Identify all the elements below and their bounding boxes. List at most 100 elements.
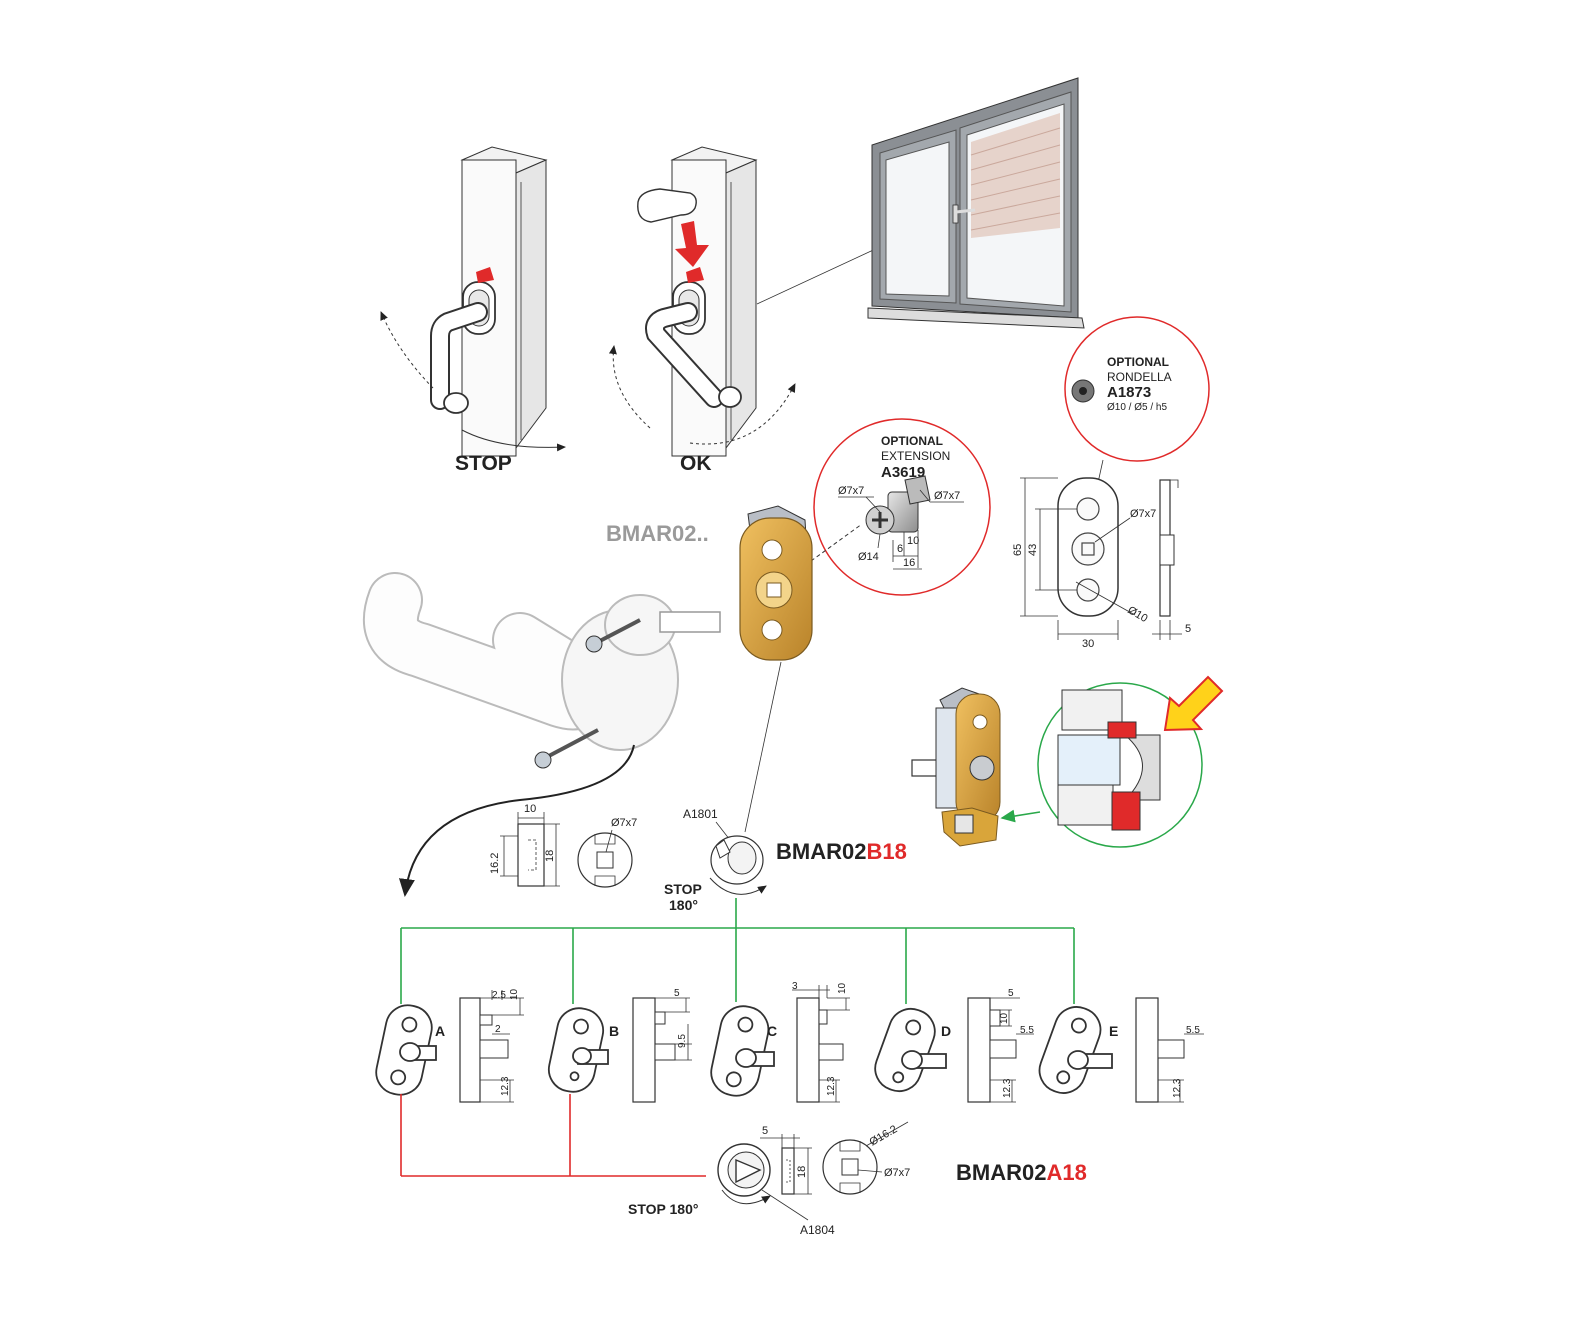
profile-dims [480,990,524,1103]
plate-body [1038,1006,1102,1094]
variant-b: B 5 9.5 [547,988,692,1103]
extension-code: A3619 [881,464,925,481]
side-profile-dim [1152,620,1182,640]
variant-label: E [1109,1023,1118,1039]
extension-name: EXTENSION [881,449,950,463]
profile-dims [1158,1033,1204,1103]
a1804-code: A1804 [800,1223,835,1237]
b18-dim-width: 10 [524,803,536,815]
press-arrow-icon [675,221,709,267]
b18-insert-drawing: 10 16.2 18 Ø7x7 [489,803,637,888]
plate-hole-top [401,1016,418,1033]
variant-a-profile [459,990,524,1103]
plate-outline-hole-bottom [1076,578,1100,602]
b18-model-label: BMAR02B18 [776,839,907,864]
plate-hole-top [905,1019,922,1036]
variant-a-dim-0: 2.5 [492,990,506,1001]
extension-optional: OPTIONAL [881,434,943,448]
b18-front-square [596,851,614,869]
extension-part [865,475,931,535]
lock-button [686,267,704,283]
plate-dim-hole-spacing: 43 [1027,544,1039,556]
profile-body [796,997,820,1103]
a18-dim-diameter: Ø16.2 [868,1123,900,1148]
a18-model-suffix: A18 [1046,1160,1086,1185]
variant-e-dim-0: 5.5 [1186,1025,1200,1036]
a1801-part: A1801 BMAR02B18 STOP 180° [664,807,907,913]
variant-e-dim-1: 12.3 [1172,1078,1183,1098]
extension-dim-square-right: Ø7x7 [934,490,960,502]
assembled-hole [972,714,988,730]
flow-arrow [398,744,635,897]
plate-hole-top [761,539,783,561]
detail-callout [1037,682,1203,848]
a18-connector-lines [400,1094,706,1177]
variant-b-dim-0: 5 [674,988,680,999]
assembled-ring [969,755,995,781]
b18-dim-lines [500,812,560,887]
variant-a-dim-1: 10 [509,988,520,1000]
extension-dim-6: 6 [897,543,903,555]
rotation-arrow-down [461,429,566,452]
extension-cross-slot [872,512,888,528]
a18-stop-label: STOP 180° [628,1201,698,1217]
variant-a-dim-3: 12.3 [500,1076,511,1096]
detail-block-mid [1057,734,1121,786]
variant-c-dim-1: 10 [837,982,848,994]
plate-body [874,1007,936,1093]
extension-callout: OPTIONAL EXTENSION A3619 Ø7x7 Ø7x7 Ø14 6… [813,418,991,596]
profile-body [1135,997,1159,1103]
variant-ring [572,1047,592,1065]
gold-plate [739,505,813,661]
variant-a-dim-2: 2 [495,1024,501,1035]
profile-spindle [479,1039,509,1059]
b18-dim-outer: 18 [544,850,556,862]
plate-outline-hole-top [1076,497,1100,521]
b18-model-suffix: B18 [866,839,906,864]
profile-dims [655,997,692,1061]
variant-label: C [767,1023,777,1039]
profile-dims [990,997,1034,1103]
profile-body [459,997,481,1103]
variant-c-dim-0: 3 [792,981,798,992]
window-handle [952,204,959,224]
washer-code: A1873 [1107,384,1151,401]
profile-spindle [1157,1039,1185,1059]
detail-stop-tab-top [1107,721,1137,739]
plate-dim-thickness: 5 [1185,623,1191,635]
extension-dim-10: 10 [907,535,919,547]
extension-leader [919,489,931,503]
window-blind-slats [970,127,1061,231]
variant-b-profile [632,997,692,1103]
extension-dim-diameter: Ø14 [858,551,879,563]
extension-leader [865,496,881,513]
variant-b-dim-1: 9.5 [677,1034,688,1048]
plate-dim-height: 65 [1012,544,1024,556]
a18-profile [781,1147,795,1195]
variant-d: D 5 10 5.5 12.3 [874,988,1034,1103]
a18-front-slots [839,1141,861,1193]
profile-spindle [654,1043,676,1061]
variant-c-profile [792,985,850,1103]
profile-body [632,997,656,1103]
b18-dim-square: Ø7x7 [611,817,637,829]
detail-pointer [1000,809,1041,823]
insert-leader-line [744,661,782,833]
window-sill [867,307,1085,329]
a1801-inner [727,841,757,875]
washer-name: RONDELLA [1107,370,1172,384]
screw-bottom-head [534,751,552,769]
b18-front-slots [594,834,616,886]
screw-top-head [585,635,603,653]
side-profile-boss [1159,534,1175,566]
variant-a: A 2.5 10 2 12.3 [375,988,524,1103]
b18-dim-inner: 16.2 [489,853,501,874]
a18-model-label: BMAR02A18 [956,1160,1087,1185]
variant-d-dim-3: 12.3 [1002,1078,1013,1098]
a1801-rotation-arrow [709,877,767,895]
profile-stop [479,1014,493,1026]
a1804-leader [761,1189,809,1221]
lever-body [365,574,612,729]
variant-label: B [609,1023,619,1039]
finger-icon [637,188,697,223]
